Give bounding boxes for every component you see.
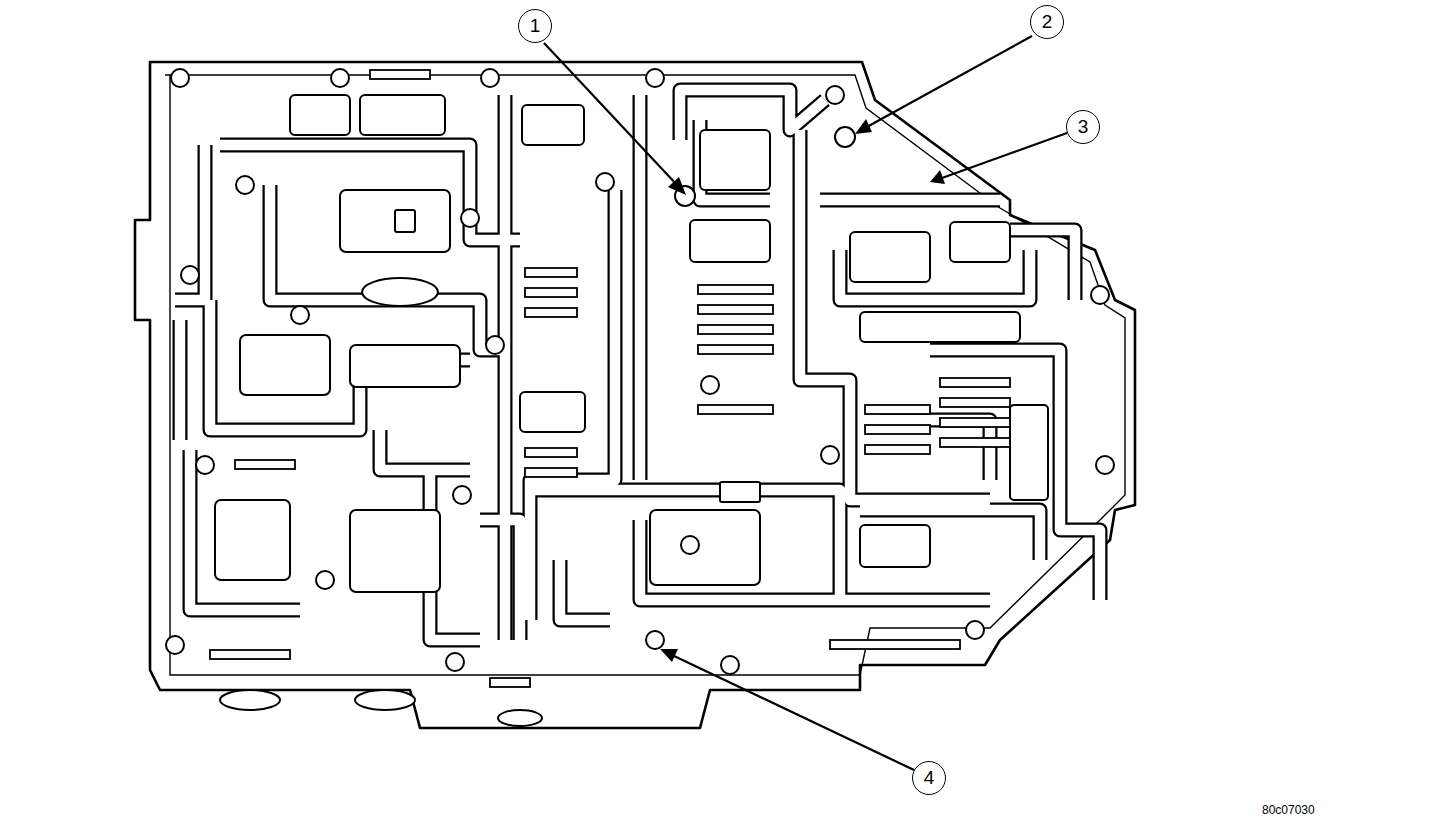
callout-number: 4: [912, 761, 946, 795]
body-inset: [165, 75, 1125, 675]
leader-lines: [544, 36, 1067, 770]
bolt-holes: [166, 69, 1114, 674]
valve-pockets: [215, 95, 1048, 726]
callout-number: 2: [1030, 5, 1064, 39]
callout-number: 1: [518, 9, 552, 43]
figure-code: 80c07030: [1262, 803, 1315, 817]
port-slots: [210, 70, 1010, 687]
callout-number: 3: [1066, 110, 1100, 144]
body-outline: [135, 62, 1135, 728]
